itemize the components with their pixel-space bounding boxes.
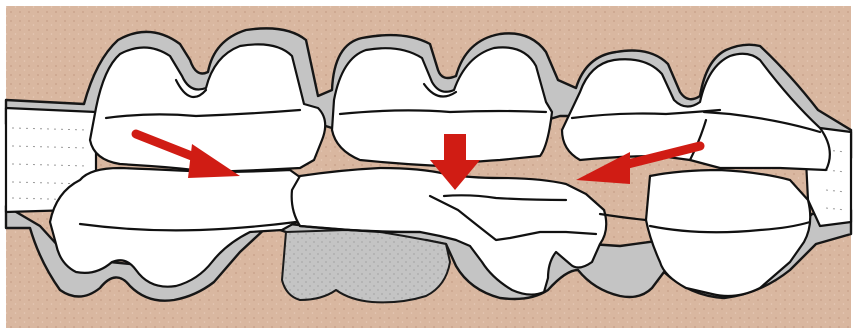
lower-gingiva-patch: [282, 230, 450, 302]
